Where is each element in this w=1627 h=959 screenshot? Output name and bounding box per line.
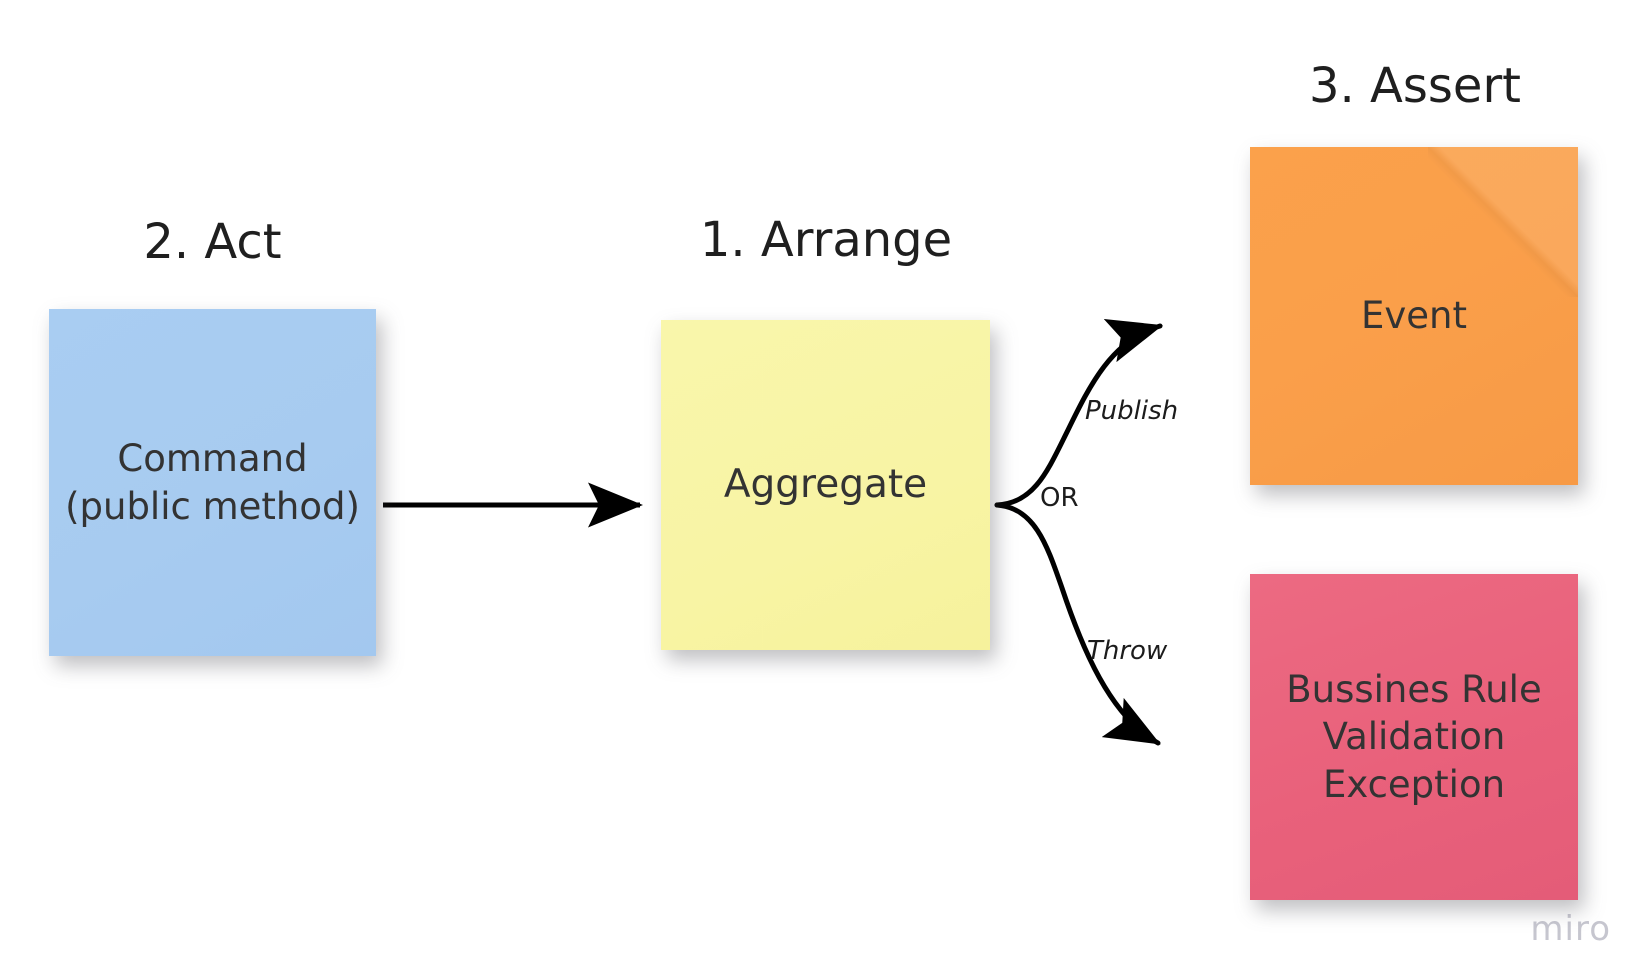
section-title-act: 2. Act xyxy=(143,214,282,270)
miro-watermark: miro xyxy=(1530,909,1611,949)
sticky-note-aggregate-label: Aggregate xyxy=(723,462,928,508)
sticky-note-exception[interactable]: Bussines Rule Validation Exception xyxy=(1250,574,1578,900)
sticky-note-command-label: Command (public method) xyxy=(65,437,360,528)
sticky-note-event[interactable]: Event xyxy=(1250,147,1578,485)
sticky-note-aggregate[interactable]: Aggregate xyxy=(661,320,990,650)
arrow-aggregate-to-exception[interactable] xyxy=(994,502,1161,746)
sticky-note-exception-label: Bussines Rule Validation Exception xyxy=(1286,667,1542,806)
section-title-assert: 3. Assert xyxy=(1309,58,1521,114)
section-title-arrange: 1. Arrange xyxy=(699,212,953,268)
connector-label-publish: Publish xyxy=(1085,396,1179,426)
sticky-note-event-label: Event xyxy=(1361,294,1467,338)
connector-label-or: OR xyxy=(1040,483,1079,513)
connector-label-throw: Throw xyxy=(1087,636,1168,666)
sticky-note-command[interactable]: Command (public method) xyxy=(49,309,376,656)
